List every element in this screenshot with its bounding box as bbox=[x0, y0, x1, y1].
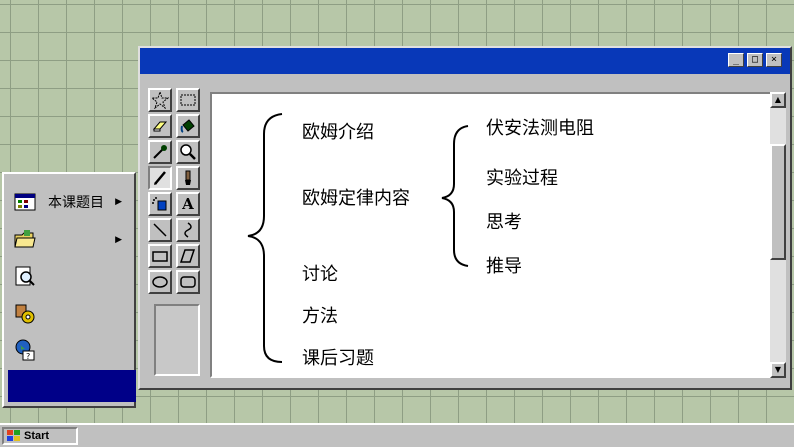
outline-item-experiment: 实验过程 bbox=[486, 168, 558, 189]
free-select-tool[interactable] bbox=[148, 88, 172, 112]
brush-tool[interactable] bbox=[176, 166, 200, 190]
rect-select-icon bbox=[180, 94, 196, 106]
menu-item-find[interactable] bbox=[8, 258, 132, 294]
magnifier-icon bbox=[180, 144, 196, 160]
scroll-down-button[interactable]: ▼ bbox=[770, 362, 786, 378]
rounded-rectangle-icon bbox=[180, 276, 196, 288]
windows-logo-icon bbox=[7, 430, 21, 442]
paint-window: _ □ × A bbox=[138, 46, 792, 390]
eraser-tool[interactable] bbox=[148, 114, 172, 138]
airbrush-tool[interactable] bbox=[148, 192, 172, 216]
fill-tool[interactable] bbox=[176, 114, 200, 138]
curve-tool[interactable] bbox=[176, 218, 200, 242]
eraser-icon bbox=[152, 121, 168, 132]
settings-gear-icon bbox=[12, 301, 38, 327]
submenu-arrow-icon: ▶ bbox=[115, 197, 122, 207]
outline-item-ohm-intro: 欧姆介绍 bbox=[302, 122, 374, 143]
curve-icon bbox=[184, 222, 192, 238]
scroll-thumb[interactable] bbox=[770, 144, 786, 260]
find-icon bbox=[12, 263, 38, 289]
start-button[interactable]: Start bbox=[2, 427, 78, 445]
outline-item-ohm-law: 欧姆定律内容 bbox=[302, 188, 410, 209]
sub-brace bbox=[441, 125, 469, 267]
brush-icon bbox=[185, 170, 191, 185]
scroll-up-button[interactable]: ▲ bbox=[770, 92, 786, 108]
start-button-label: Start bbox=[24, 430, 50, 442]
help-globe-icon: ? bbox=[12, 337, 38, 363]
menu-item-help[interactable]: ? bbox=[8, 332, 132, 368]
maximize-button[interactable]: □ bbox=[747, 53, 763, 67]
outline-item-thinking: 思考 bbox=[486, 212, 522, 233]
outline-item-derivation: 推导 bbox=[486, 256, 522, 277]
star-select-icon bbox=[151, 91, 169, 109]
rectangle-icon bbox=[152, 251, 168, 262]
rect-select-tool[interactable] bbox=[176, 88, 200, 112]
color-picker-tool[interactable] bbox=[148, 140, 172, 164]
line-tool[interactable] bbox=[148, 218, 172, 242]
svg-text:?: ? bbox=[26, 352, 30, 361]
submenu-arrow-icon: ▶ bbox=[115, 235, 122, 245]
vertical-scrollbar[interactable]: ▲ ▼ bbox=[770, 92, 786, 378]
outline-brackets bbox=[247, 113, 469, 363]
ellipse-tool[interactable] bbox=[148, 270, 172, 294]
folder-icon bbox=[12, 227, 38, 253]
tool-options-box[interactable] bbox=[154, 304, 200, 376]
outline-item-method: 方法 bbox=[302, 306, 338, 327]
text-tool[interactable]: A bbox=[176, 192, 200, 216]
outline-item-voltammetry: 伏安法测电阻 bbox=[486, 118, 594, 139]
rounded-rectangle-tool[interactable] bbox=[176, 270, 200, 294]
airbrush-icon bbox=[152, 197, 167, 211]
menu-item-settings[interactable] bbox=[8, 296, 132, 332]
drawing-canvas[interactable]: 欧姆介绍 欧姆定律内容 讨论 方法 课后习题 伏安法测电阻 实验过程 思考 推导 bbox=[210, 92, 772, 378]
menu-item-programs[interactable]: 本课题目 ▶ bbox=[8, 184, 132, 220]
ellipse-icon bbox=[152, 276, 168, 288]
main-brace bbox=[247, 113, 283, 363]
rectangle-tool[interactable] bbox=[148, 244, 172, 268]
pencil-icon bbox=[154, 171, 166, 185]
polygon-tool[interactable] bbox=[176, 244, 200, 268]
eyedropper-icon bbox=[153, 145, 167, 159]
minimize-button[interactable]: _ bbox=[728, 53, 744, 67]
menu-item-programs-label: 本课题目 bbox=[48, 195, 104, 211]
line-icon bbox=[153, 223, 167, 237]
taskbar: Start bbox=[0, 423, 794, 447]
outline-item-homework: 课后习题 bbox=[302, 348, 374, 369]
close-button[interactable]: × bbox=[766, 53, 782, 67]
outline-item-discussion: 讨论 bbox=[302, 264, 338, 285]
polygon-icon bbox=[179, 249, 196, 263]
menu-item-folder[interactable]: ▶ bbox=[8, 222, 132, 258]
start-menu: 本课题目 ▶ ▶ ? bbox=[2, 172, 136, 408]
magnifier-tool[interactable] bbox=[176, 140, 200, 164]
menu-highlight-bar[interactable] bbox=[8, 370, 136, 402]
paint-bucket-icon bbox=[180, 119, 195, 133]
programs-icon bbox=[12, 189, 38, 215]
pencil-tool[interactable] bbox=[148, 166, 172, 190]
title-bar[interactable]: _ □ × bbox=[140, 48, 790, 74]
text-a-icon: A bbox=[182, 195, 194, 213]
